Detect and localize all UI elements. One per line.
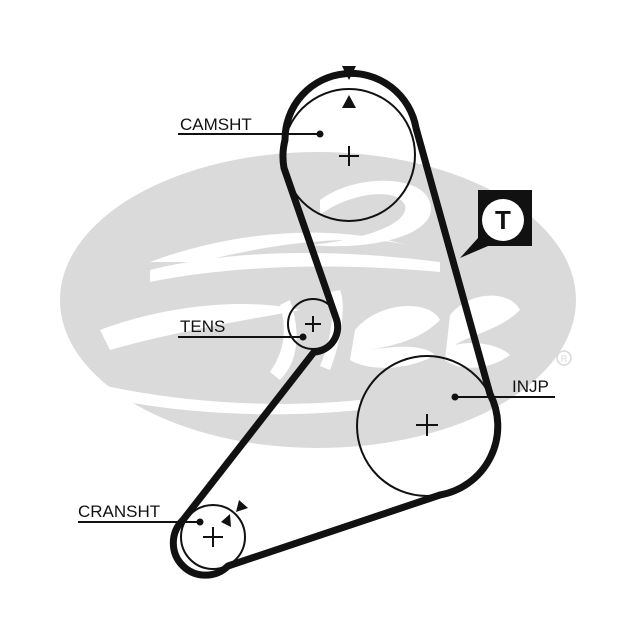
- injection-pump-center-icon: [416, 414, 438, 436]
- svg-text:R: R: [561, 354, 568, 364]
- crankshaft-timing-mark-inner-icon: [221, 514, 231, 527]
- tensioner-center-icon: [305, 316, 321, 332]
- center-marks: [203, 146, 438, 547]
- crankshaft-center-icon: [203, 527, 223, 547]
- tension-badge-letter: T: [495, 205, 511, 235]
- camshaft-center-icon: [339, 146, 359, 166]
- injection-pump-label: INJP: [512, 377, 549, 396]
- camshaft-timing-mark-inner-icon: [342, 95, 356, 108]
- camshaft-label: CAMSHT: [180, 115, 252, 134]
- crankshaft-timing-mark-outer-icon: [236, 500, 248, 512]
- leader-lines: [78, 130, 555, 526]
- registered-mark-icon: [556, 350, 572, 366]
- crankshaft-label: CRANSHT: [78, 502, 160, 521]
- timing-marks: [221, 66, 356, 527]
- crankshaft-pulley: [180, 504, 246, 570]
- tensioner-label: TENS: [180, 317, 225, 336]
- tension-badge-icon: T: [460, 190, 532, 258]
- camshaft-timing-mark-outer-icon: [342, 66, 356, 80]
